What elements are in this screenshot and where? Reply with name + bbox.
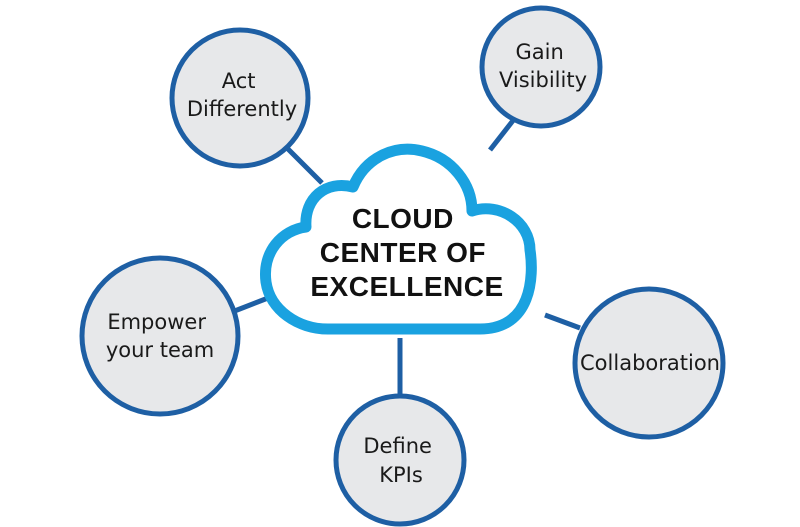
cloud-shape [260,143,537,335]
cloud-title-line: EXCELLENCE [310,271,503,302]
cloud-title: CLOUD CENTER OF EXCELLENCE [310,203,503,302]
connector-collaboration [544,312,581,331]
bubble-label-line: Gain [516,40,564,64]
bubble-label: Act Differently [187,69,297,121]
bubble-label: Empower your team [106,310,214,362]
connector-gain-visibility [488,116,517,152]
bubble-label: Define KPIs [363,434,438,487]
bubble-label-line: Collaboration [580,351,720,375]
bubble-label-line: your team [106,338,214,362]
bubble-label-line: KPIs [379,463,423,487]
bubble-label-line: Differently [187,97,297,121]
bubble-define-kpis: Define KPIs [333,393,467,527]
bubble-circle [333,393,467,527]
connectors [231,116,581,395]
cloud-title-line: CLOUD [352,203,454,234]
bubble-label-line: Act [222,69,256,93]
bubble-collaboration: Collaboration [572,286,726,440]
bubble-gain-visibility: Gain Visibility [479,5,603,129]
bubble-label-line: Define [363,434,432,458]
center-cloud: CLOUD CENTER OF EXCELLENCE [260,143,537,335]
bubble-circle [79,255,241,417]
connector-empower-your-team [231,295,269,315]
bubble-label: Gain Visibility [499,40,587,92]
cloud-title-line: CENTER OF [320,237,486,268]
bubble-circle [479,5,603,129]
bubble-circle [169,27,311,169]
bubble-label-line: Empower [107,310,206,334]
bubble-label: Collaboration [580,351,720,375]
bubble-empower-your-team: Empower your team [79,255,241,417]
bubble-act-differently: Act Differently [169,27,311,169]
connector-act-differently [280,141,324,185]
bubble-circle [572,286,726,440]
bubble-label-line: Visibility [499,68,587,92]
